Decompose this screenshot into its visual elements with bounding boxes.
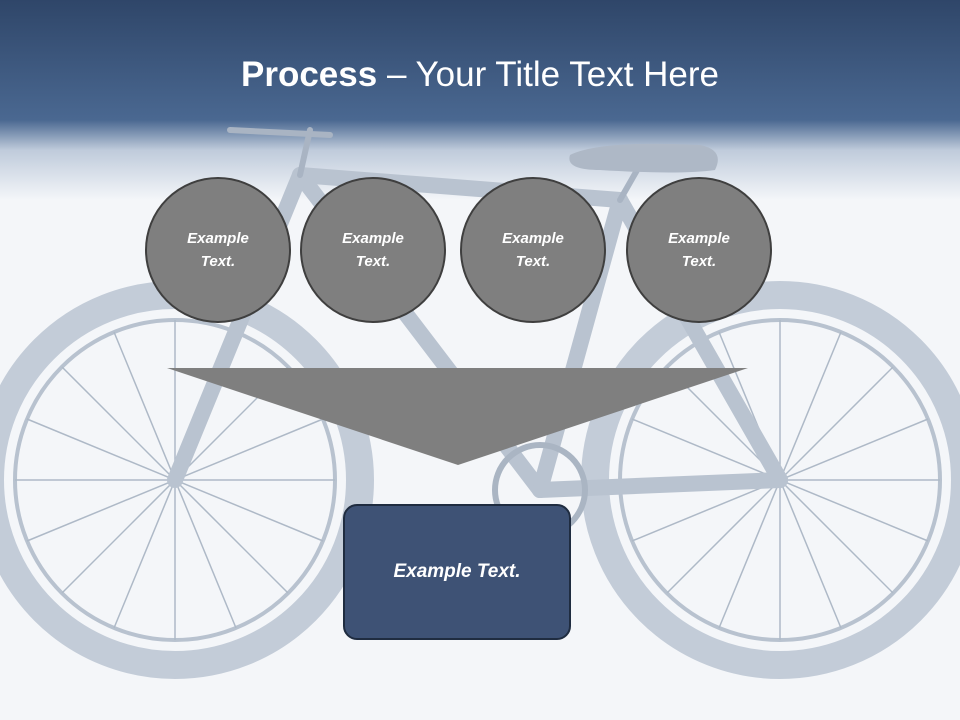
step-2-line-2: Text. [355,253,391,270]
title-bold: Process [241,55,378,94]
step-1-line-2: Text. [200,253,236,270]
header-band [0,0,960,200]
step-3-line-1: Example [502,230,564,247]
result-text: Example Text. [393,561,521,582]
result-box: Example Text. [343,504,571,640]
slide-title: Process – Your Title Text Here [0,50,960,100]
step-3-line-2: Text. [515,253,551,270]
step-2-line-1: Example [342,230,404,247]
step-4-line-1: Example [668,230,730,247]
step-1-line-1: Example [187,230,249,247]
step-4-line-2: Text. [681,253,717,270]
title-rest: – Your Title Text Here [377,55,719,94]
